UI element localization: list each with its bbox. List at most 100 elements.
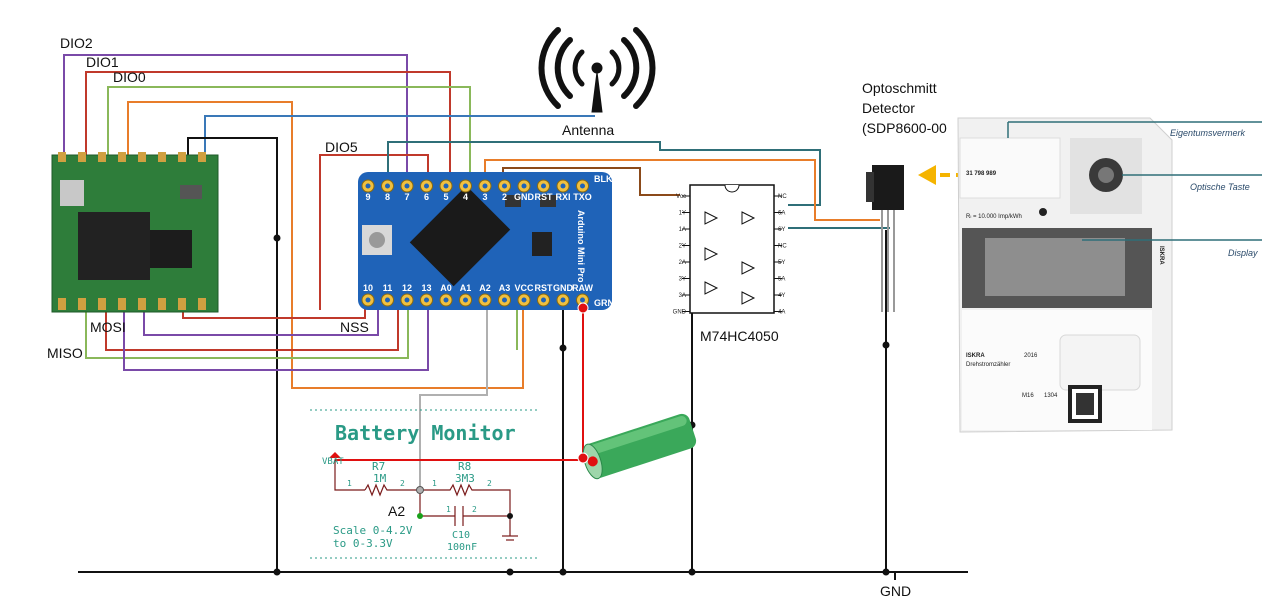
meter-brand-side: ISKRA: [1158, 246, 1164, 265]
junction-dot: [273, 568, 281, 576]
meter-year: 2016: [1024, 353, 1038, 359]
c10-pin2: 2: [472, 505, 477, 514]
arduino-board-text: Arduino Mini Pro: [576, 210, 586, 283]
ic-left-pin-label: 2Y: [679, 244, 686, 250]
r7-pin1: 1: [347, 479, 352, 488]
meter-impulses: Rₗ = 10.000 Imp/kWh: [966, 214, 1022, 220]
r7-value: 1M: [373, 472, 387, 485]
arduino-bottom-pin-label: 12: [402, 283, 412, 293]
arduino-bottom-pin-label: 10: [363, 283, 373, 293]
arduino-bottom-pin-pad-hole: [502, 297, 507, 303]
arduino-bottom-pin-label: VCC: [514, 283, 534, 293]
meter-brand: ISKRA: [966, 353, 985, 359]
arduino-top-pin-label: 3: [482, 192, 487, 202]
arduino-top-pin-pad-hole: [502, 183, 507, 189]
r7-name: R7: [372, 460, 385, 473]
label-miso: MISO: [47, 345, 83, 361]
ic-right-pin-label: NC: [778, 244, 787, 250]
arduino-bottom-pin-label: A2: [479, 283, 491, 293]
wire-dio0: [107, 86, 471, 188]
r8-pin1: 1: [432, 479, 437, 488]
arduino-bottom-pin-label: RAW: [572, 283, 594, 293]
arduino-top-pin-pad-hole: [463, 183, 468, 189]
wire-teal-1: [387, 141, 821, 206]
arduino-bottom-pin-label: A0: [440, 283, 452, 293]
arduino-top-pin-pad-hole: [385, 183, 390, 189]
label-dio1: DIO1: [86, 54, 119, 70]
arduino-bottom-pin-pad-hole: [443, 297, 449, 303]
arduino-top-pin-label: GND: [514, 192, 535, 202]
label-opto-3: (SDP8600-00: [862, 120, 947, 136]
junction-dot: [273, 234, 281, 242]
battery-cell: [582, 413, 697, 480]
wire-dio5: [319, 154, 429, 310]
arduino-bottom-pin-pad-hole: [482, 297, 488, 303]
arduino-bottom-pin-label: RST: [535, 283, 554, 293]
node-a2-label: A2: [388, 503, 405, 519]
arduino-top-pin-label: RST: [535, 192, 554, 202]
meter-label-eigentum: Eigentumsvermerk: [1170, 128, 1246, 138]
arduino-top-pin-label: 8: [385, 192, 390, 202]
junction-dot: [882, 568, 890, 576]
ic-left-pin-label: 3A: [679, 293, 686, 299]
wire-dio2: [63, 54, 408, 188]
label-nss: NSS: [340, 319, 369, 335]
ic-left-pin-label: 2A: [679, 260, 686, 266]
label-opto-2: Detector: [862, 100, 915, 116]
lora-module: [51, 152, 219, 313]
scale-line1: Scale 0-4.2V: [333, 524, 413, 537]
arduino-bottom-pin-pad-hole: [541, 297, 546, 303]
ic-left-pin-label: 1A: [679, 227, 686, 233]
wire-antenna: [204, 115, 595, 160]
c10-name: C10: [452, 530, 470, 541]
arduino-top-pin-label: RXI: [555, 192, 570, 202]
antenna-icon: [538, 27, 656, 113]
label-opto-1: Optoschmitt: [862, 80, 937, 96]
arduino-top-pin-label: 5: [443, 192, 448, 202]
ic-left-pin-label: Vcc: [676, 194, 686, 200]
wire-miso: [85, 290, 409, 359]
meter-label-optische: Optische Taste: [1190, 182, 1250, 192]
arduino-bottom-pin-pad-hole: [424, 297, 429, 303]
arduino-bottom-pin-pad-hole: [580, 297, 585, 303]
wire-orange-top: [127, 101, 524, 389]
junction-dot: [559, 568, 567, 576]
arduino-top-pin-pad-hole: [541, 183, 546, 189]
arduino-blk-label: BLK: [594, 174, 613, 184]
wire-red-lora: [105, 290, 399, 351]
ic-right-pin-label: 4A: [778, 310, 785, 316]
arduino-bottom-pin-pad-hole: [521, 297, 527, 303]
label-mosi: MOSI: [90, 319, 126, 335]
wire-orange-opto: [484, 159, 880, 221]
arduino-bottom-pin-pad-hole: [560, 297, 566, 303]
r8-pin2: 2: [487, 479, 492, 488]
label-gnd: GND: [880, 583, 911, 599]
junction-dot: [506, 568, 514, 576]
meter-type: Drehstromzähler: [966, 362, 1010, 368]
arduino-bottom-pin-label: A3: [499, 283, 511, 293]
junctions: [273, 234, 890, 576]
arduino-top-pin-pad-hole: [443, 183, 449, 189]
arduino-bottom-pin-label: GND: [553, 283, 574, 293]
label-dio2: DIO2: [60, 35, 93, 51]
wire-purple-bottom: [123, 290, 429, 371]
ic-right-pin-label: 6A: [778, 211, 785, 217]
arduino-bottom-pin-pad-hole: [365, 297, 371, 303]
meter-code: 1304: [1044, 393, 1058, 399]
label-dio5: DIO5: [325, 139, 358, 155]
junction-dot: [882, 341, 890, 349]
label-ic-name: M74HC4050: [700, 328, 779, 344]
arduino-bottom-pin-label: 13: [421, 283, 431, 293]
arduino-top-pin-pad-hole: [580, 183, 585, 189]
wires: [63, 54, 968, 580]
raw-terminal: [577, 302, 589, 314]
ic-left-pin-label: 1Y: [679, 211, 686, 217]
label-antenna: Antenna: [562, 122, 614, 138]
arduino-top-pin-pad-hole: [560, 183, 566, 189]
r8-value: 3M3: [455, 472, 475, 485]
arduino-grn-label: GRN: [594, 298, 614, 308]
r8-name: R8: [458, 460, 471, 473]
